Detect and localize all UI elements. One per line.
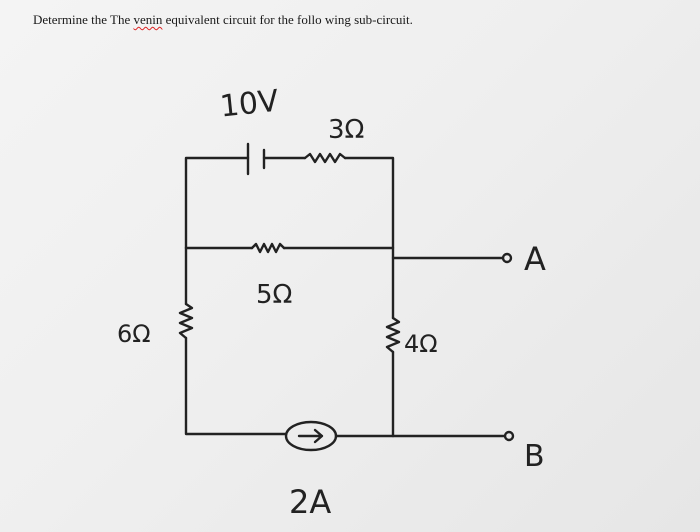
- misspelled-word: venin: [133, 12, 163, 27]
- terminal-b-node: [503, 430, 515, 442]
- label-2a: 2A: [289, 483, 331, 521]
- label-10v: 10V: [218, 84, 281, 125]
- resistor-5-ohm: [250, 242, 286, 254]
- label-3-ohm: 3Ω: [328, 115, 364, 145]
- resistor-6-ohm: [178, 302, 194, 340]
- label-6-ohm: 6Ω: [117, 320, 151, 348]
- resistor-3-ohm: [303, 152, 347, 164]
- label-terminal-a: A: [524, 240, 546, 278]
- wire-top-left: [184, 156, 250, 250]
- label-5-ohm: 5Ω: [256, 280, 292, 310]
- current-arrow-icon: [297, 428, 324, 444]
- terminal-a-node: [501, 252, 513, 264]
- label-terminal-b: B: [524, 439, 545, 474]
- question-prefix: Determine the The: [33, 12, 134, 27]
- question-suffix: equivalent circuit for the follo wing su…: [162, 12, 413, 27]
- current-source: [284, 420, 338, 452]
- wire-top-right: [343, 156, 395, 320]
- label-4-ohm: 4Ω: [404, 330, 438, 358]
- question-text: Determine the The venin equivalent circu…: [33, 12, 413, 28]
- resistor-4-ohm: [385, 316, 401, 354]
- wire-left-bottom: [184, 336, 288, 436]
